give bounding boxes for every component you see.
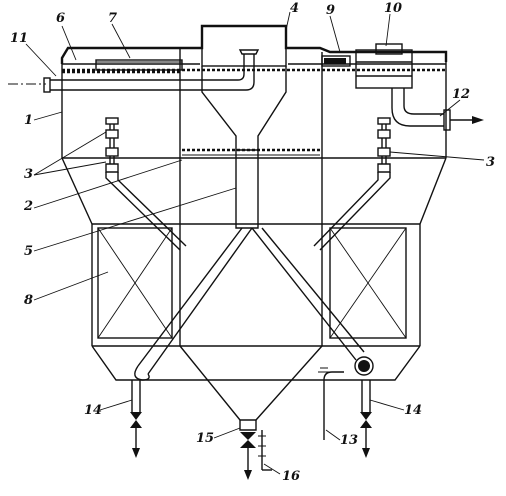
inlet-pipe — [8, 49, 260, 93]
label-15: 15 — [196, 431, 214, 446]
label-4: 4 — [290, 1, 299, 16]
label-10: 10 — [384, 1, 402, 16]
label-13: 13 — [340, 433, 358, 448]
label-5: 5 — [24, 244, 33, 259]
left-discharge — [130, 380, 142, 458]
sampler — [258, 430, 272, 471]
central-hopper — [179, 25, 323, 480]
label-3-left: 3 — [24, 167, 33, 182]
label-6: 6 — [56, 11, 65, 26]
top-conveyor — [62, 59, 183, 74]
filter-packs — [97, 227, 407, 339]
label-11: 11 — [10, 31, 28, 46]
downcomer-pipes — [134, 227, 374, 381]
label-1: 1 — [24, 113, 33, 128]
outlet-pipe — [391, 88, 484, 131]
left-riser — [105, 117, 187, 251]
part-labels: 1 2 3 3 4 5 6 7 8 9 10 11 12 13 14 14 15… — [10, 1, 495, 484]
right-discharge — [360, 380, 372, 458]
label-3-right: 3 — [486, 155, 495, 170]
label-14-left: 14 — [84, 403, 102, 418]
right-riser — [313, 117, 391, 251]
label-8: 8 — [24, 293, 33, 308]
label-2: 2 — [23, 199, 33, 214]
grids — [182, 148, 320, 156]
air-line — [318, 367, 344, 440]
drive-unit — [321, 43, 413, 89]
label-14-right: 14 — [404, 403, 422, 418]
label-16: 16 — [282, 469, 300, 484]
leader-lines — [25, 11, 485, 475]
label-9: 9 — [326, 3, 335, 18]
label-12: 12 — [452, 87, 470, 102]
label-7: 7 — [108, 11, 117, 26]
